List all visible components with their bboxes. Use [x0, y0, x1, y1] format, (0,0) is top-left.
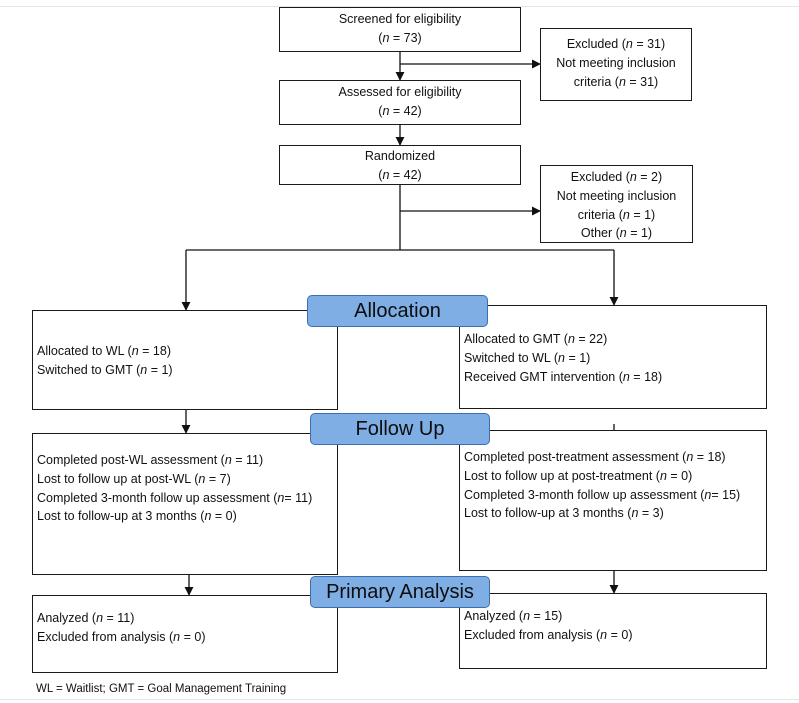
- gmt-follow-up-line-2: Lost to follow up at post-treatment (n =…: [464, 468, 693, 483]
- follow-up-stage-text: Follow Up: [355, 418, 445, 440]
- excluded-randomization-reason-1: Not meeting inclusion: [556, 188, 677, 203]
- screened-count: (n = 73): [378, 30, 422, 45]
- allocation-stage-label: Allocation: [307, 295, 488, 327]
- wl-follow-up-line-3: Completed 3-month follow up assessment (…: [37, 490, 313, 505]
- excluded-randomization-other: Other (n = 1): [580, 226, 653, 241]
- allocation-stage-text: Allocation: [354, 300, 441, 322]
- wl-analysis-box: Analyzed (n = 11) Excluded from analysis…: [32, 595, 338, 673]
- primary-analysis-stage-label: Primary Analysis: [310, 576, 490, 608]
- follow-up-stage-label: Follow Up: [310, 413, 490, 445]
- screened-box: Screened for eligibility (n = 73): [279, 7, 521, 52]
- assessed-box: Assessed for eligibility (n = 42): [279, 80, 521, 125]
- wl-allocation-line-1: Allocated to WL (n = 18): [37, 344, 171, 358]
- randomized-count: (n = 42): [378, 167, 422, 182]
- wl-follow-up-line-2: Lost to follow up at post-WL (n = 7): [37, 471, 231, 486]
- screened-title: Screened for eligibility: [338, 12, 462, 26]
- gmt-analysis-line-2: Excluded from analysis (n = 0): [464, 627, 633, 642]
- bottom-divider: [0, 699, 799, 700]
- assessed-title: Assessed for eligibility: [338, 85, 462, 99]
- gmt-analysis-box: Analyzed (n = 15) Excluded from analysis…: [459, 593, 767, 669]
- gmt-allocation-box: Allocated to GMT (n = 22) Switched to WL…: [459, 305, 767, 409]
- wl-analysis-line-2: Excluded from analysis (n = 0): [37, 629, 206, 644]
- gmt-analysis-line-1: Analyzed (n = 15): [464, 609, 563, 623]
- gmt-follow-up-line-3: Completed 3-month follow up assessment (…: [464, 487, 741, 502]
- footnote: WL = Waitlist; GMT = Goal Management Tra…: [36, 683, 287, 695]
- excluded-screening-box: Excluded (n = 31) Not meeting inclusion …: [540, 28, 692, 101]
- randomized-title: Randomized: [364, 149, 436, 163]
- assessed-count: (n = 42): [378, 103, 422, 118]
- wl-follow-up-line-1: Completed post-WL assessment (n = 11): [37, 453, 264, 467]
- wl-follow-up-box: Completed post-WL assessment (n = 11) Lo…: [32, 433, 338, 575]
- wl-follow-up-line-4: Lost to follow-up at 3 months (n = 0): [37, 509, 237, 524]
- excluded-screening-reason-1: Not meeting inclusion: [556, 55, 676, 70]
- primary-analysis-stage-text: Primary Analysis: [326, 581, 474, 603]
- wl-allocation-line-2: Switched to GMT (n = 1): [37, 362, 173, 377]
- gmt-follow-up-line-1: Completed post-treatment assessment (n =…: [464, 450, 726, 464]
- excluded-screening-reason-2: criteria (n = 31): [573, 74, 659, 89]
- gmt-allocation-line-2: Switched to WL (n = 1): [464, 350, 591, 365]
- gmt-allocation-line-3: Received GMT intervention (n = 18): [464, 369, 663, 384]
- randomized-box: Randomized (n = 42): [279, 145, 521, 185]
- gmt-follow-up-box: Completed post-treatment assessment (n =…: [459, 430, 767, 571]
- gmt-follow-up-line-4: Lost to follow-up at 3 months (n = 3): [464, 506, 664, 521]
- excluded-randomization-box: Excluded (n = 2) Not meeting inclusion c…: [540, 165, 693, 243]
- excluded-randomization-reason-2: criteria (n = 1): [577, 207, 656, 222]
- wl-allocation-box: Allocated to WL (n = 18) Switched to GMT…: [32, 310, 338, 410]
- excluded-screening-title: Excluded (n = 31): [566, 37, 666, 51]
- top-divider: [0, 6, 799, 7]
- wl-analysis-line-1: Analyzed (n = 11): [37, 611, 135, 625]
- gmt-allocation-line-1: Allocated to GMT (n = 22): [464, 332, 608, 346]
- excluded-randomization-title: Excluded (n = 2): [570, 170, 663, 184]
